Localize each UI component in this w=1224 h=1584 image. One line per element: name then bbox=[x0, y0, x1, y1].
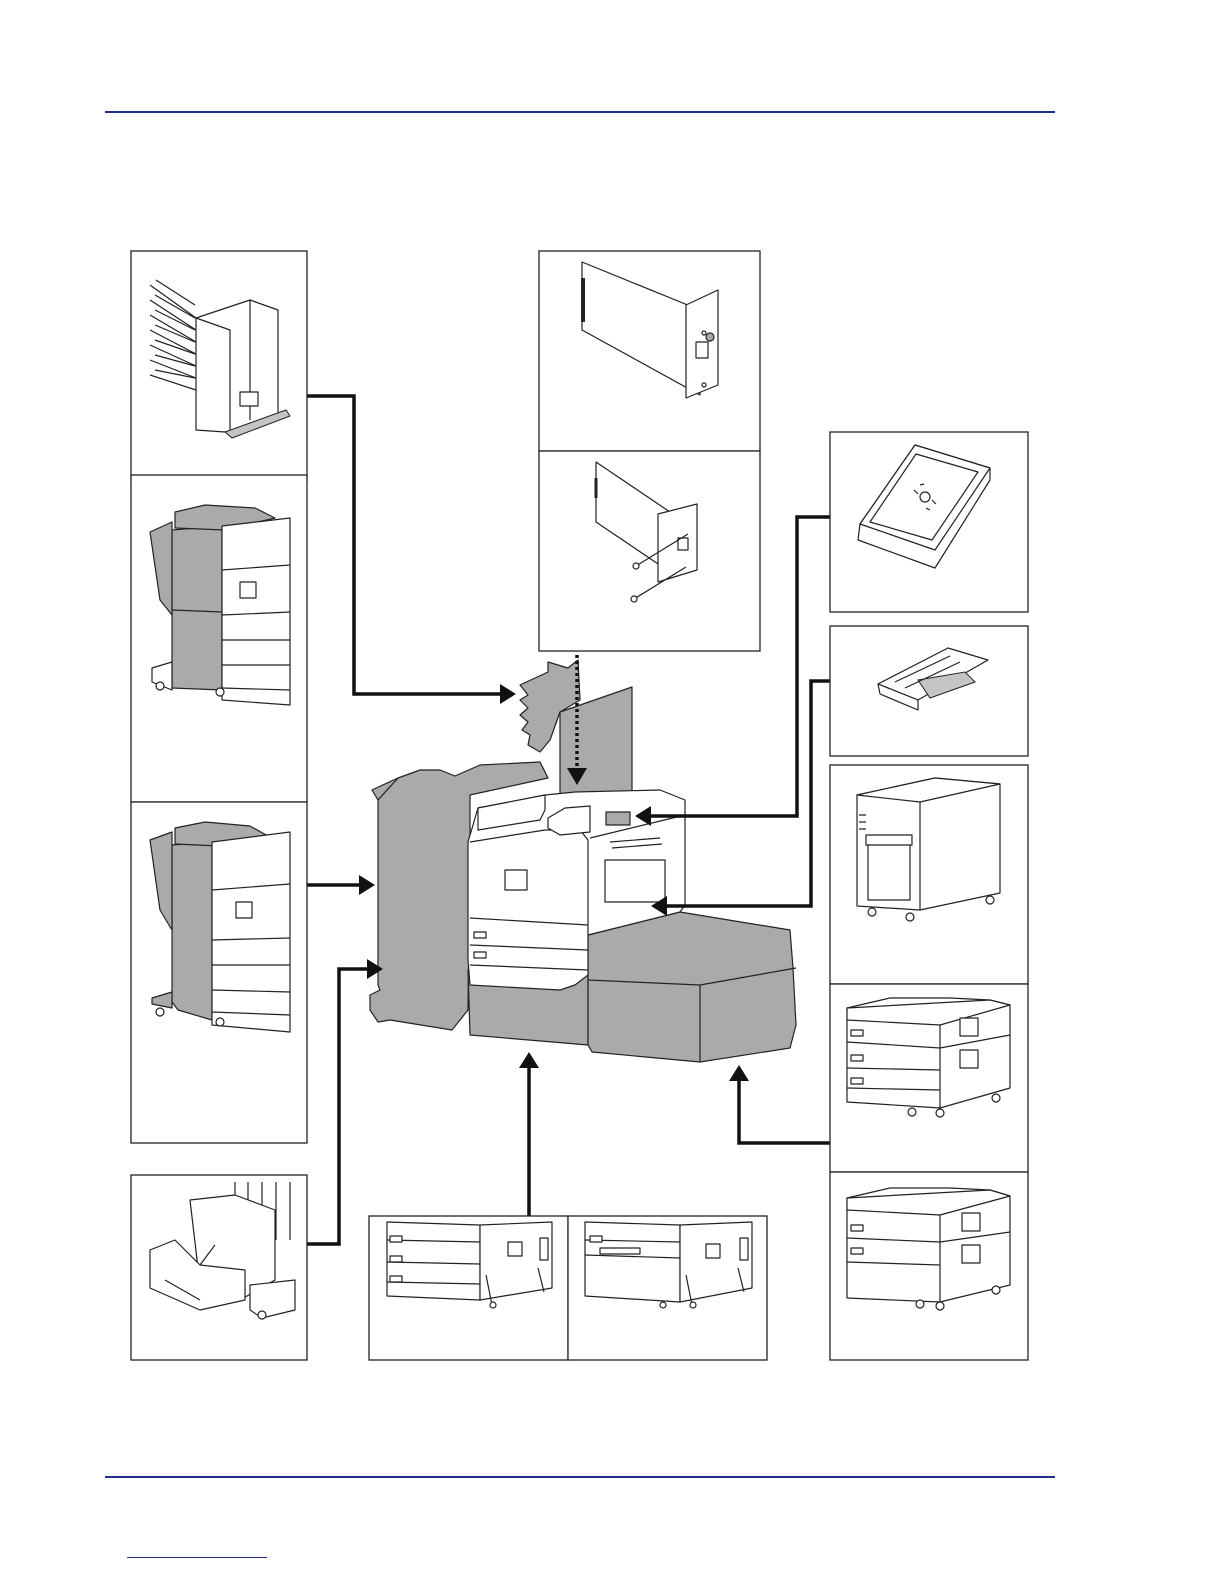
option-side-feeder-large bbox=[830, 984, 1028, 1172]
option-side-cabinet bbox=[830, 765, 1028, 984]
option-mailbox bbox=[131, 251, 307, 481]
option-network-interface-kit bbox=[539, 251, 760, 451]
finisher-punch-icon bbox=[150, 822, 290, 1032]
option-paper-feeder-3-tray bbox=[369, 1216, 568, 1360]
option-card-reader bbox=[830, 432, 1028, 612]
option-folding-unit bbox=[131, 1175, 307, 1360]
option-side-feeder-small bbox=[830, 1172, 1028, 1360]
option-paper-feeder-large bbox=[568, 1216, 767, 1360]
option-envelope-feeder bbox=[830, 626, 1028, 756]
option-finisher-punch bbox=[131, 802, 307, 1143]
option-wireless-interface-kit bbox=[539, 451, 760, 651]
printer-main-unit bbox=[370, 660, 796, 1062]
document-finisher-icon bbox=[150, 505, 290, 705]
option-document-finisher bbox=[131, 475, 307, 802]
